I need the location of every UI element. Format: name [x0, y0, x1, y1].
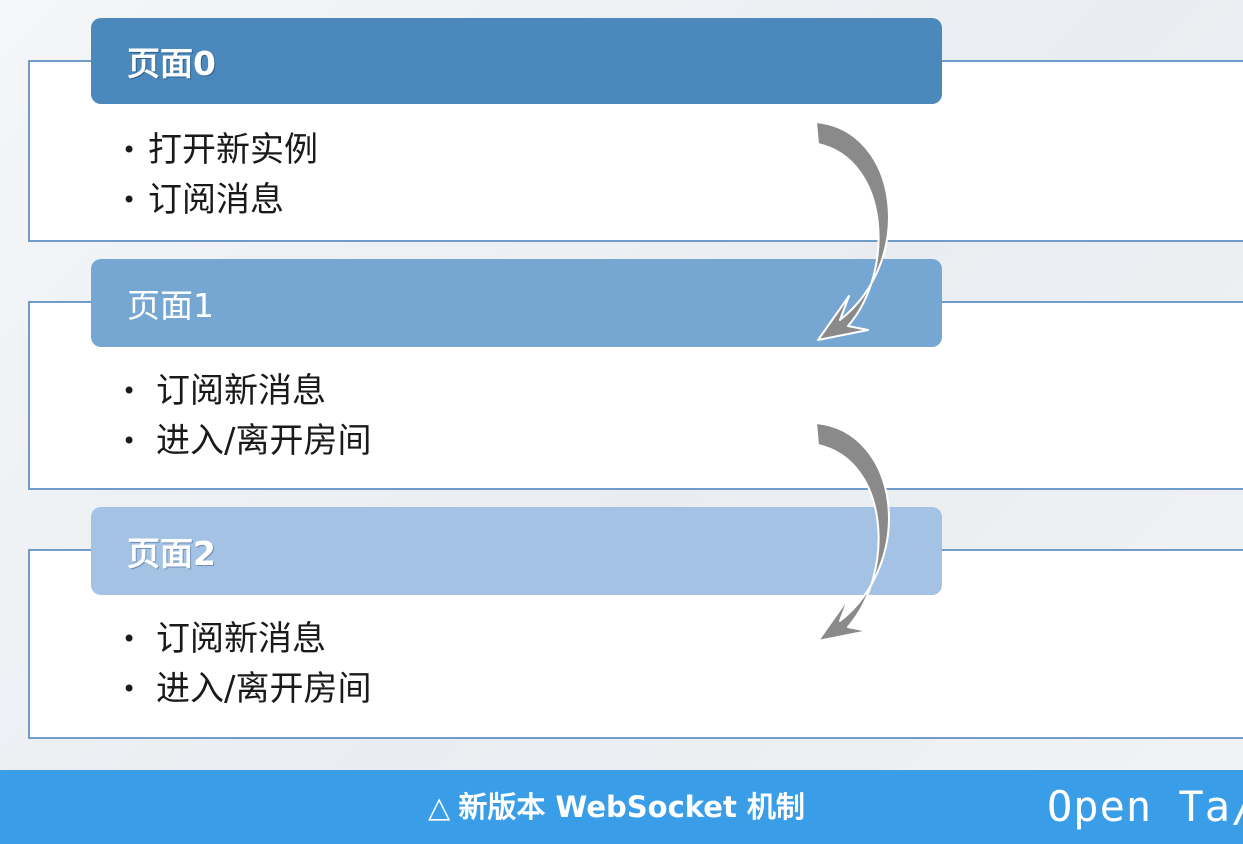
- curved-arrow-icon: [815, 121, 890, 341]
- section-title-1: 页面1: [127, 286, 214, 325]
- triangle-icon: △: [428, 790, 451, 824]
- footer-caption: △新版本 WebSocket 机制: [428, 770, 805, 844]
- curved-arrow-icon: [815, 422, 890, 642]
- list-item: •订阅新消息: [122, 614, 371, 664]
- bullet: •: [122, 377, 137, 405]
- list-item: •进入/离开房间: [122, 664, 371, 714]
- list-item: •打开新实例: [122, 125, 318, 175]
- section-list-2: •订阅新消息 •进入/离开房间: [122, 614, 371, 714]
- footer-logo: Open Ta//: [1047, 782, 1243, 831]
- bullet: •: [122, 625, 137, 653]
- list-item: •订阅消息: [122, 175, 318, 225]
- section-header-1: 页面1: [91, 259, 942, 347]
- section-title-2: 页面2: [127, 534, 216, 573]
- bullet: •: [122, 675, 137, 703]
- list-item: •订阅新消息: [122, 366, 371, 416]
- footer-bar: △新版本 WebSocket 机制 Open Ta//: [0, 770, 1243, 844]
- bullet: •: [122, 186, 137, 214]
- section-list-0: •打开新实例 •订阅消息: [122, 125, 318, 225]
- section-header-2: 页面2: [91, 507, 942, 595]
- list-item: •进入/离开房间: [122, 416, 371, 466]
- section-header-0: 页面0: [91, 18, 942, 104]
- diagram-stage: 页面0 •打开新实例 •订阅消息 页面1 •订阅新消息 •进入/离开房间 页面2…: [28, 18, 1243, 739]
- bullet: •: [122, 136, 137, 164]
- section-title-0: 页面0: [127, 44, 216, 83]
- arrows-layer: [815, 121, 890, 642]
- bullet: •: [122, 427, 137, 455]
- section-list-1: •订阅新消息 •进入/离开房间: [122, 366, 371, 466]
- caption-text: 新版本 WebSocket 机制: [458, 790, 805, 824]
